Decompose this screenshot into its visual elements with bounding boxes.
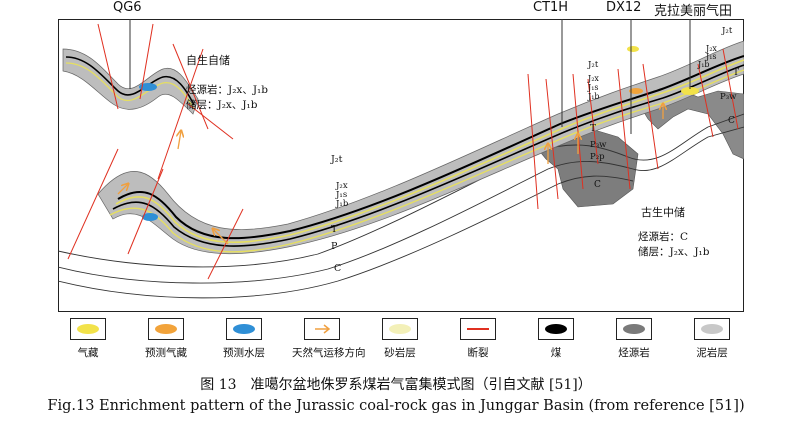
legend-item-migration: 天然气运移方向	[292, 318, 366, 360]
well-label-dx12: DX12	[606, 0, 642, 15]
source-rock-icon	[616, 318, 652, 340]
stratum-j2t-right: J₂t	[721, 26, 733, 36]
stratum-j1s-center: J₁s	[335, 190, 347, 200]
stratum-pp-ct: P₂p	[590, 152, 605, 162]
boundary-c	[58, 175, 634, 299]
cross-section-svg: 自生自储 烃源岩：J₂x、J₁b 储层：J₂x、J₁b 古生中储 烃源岩：C 储…	[58, 19, 744, 312]
diagram-border	[58, 19, 744, 312]
legend-item-sandstone: 砂岩层	[370, 318, 430, 360]
stratum-j1s-right: J₁s	[705, 52, 717, 61]
stratum-c-center: C	[334, 263, 341, 274]
annotation-self-source: 烃源岩：J₂x、J₁b	[186, 83, 268, 96]
annotation-paleo-source: 烃源岩：C	[638, 230, 688, 243]
coal-seam-1	[117, 55, 744, 240]
legend-label-sandstone: 砂岩层	[384, 347, 416, 359]
legend-item-predicted-water: 预测水层	[214, 318, 274, 360]
stratum-j1b-right: J₁b	[697, 60, 710, 69]
legend-item-coal: 煤	[526, 318, 586, 360]
legend-label-coal: 煤	[550, 347, 562, 359]
legend-item-gas-reservoir: 气藏	[58, 318, 118, 360]
gas-reservoir-dx12	[627, 46, 639, 52]
legend-item-source-rock: 烃源岩	[604, 318, 664, 360]
caption-english: Fig.13 Enrichment pattern of the Jurassi…	[47, 398, 745, 414]
stratum-j1b-center: J₁b	[335, 199, 349, 209]
stratum-j1s-ct: J₁s	[587, 83, 599, 92]
stratum-t-center: T	[331, 224, 338, 235]
coal-seam-2	[112, 64, 744, 247]
gas-reservoir-right	[681, 87, 699, 95]
legend-label-gas-reservoir: 气藏	[77, 347, 99, 359]
well-label-qg6: QG6	[113, 0, 142, 15]
predicted-water-icon	[226, 318, 262, 340]
boundary-p	[58, 126, 744, 284]
annotation-paleo-title: 古生中储	[641, 205, 685, 219]
legend-item-mudstone: 泥岩层	[682, 318, 742, 360]
sandstone-left	[65, 62, 195, 110]
stratum-j2t-center: J₂t	[330, 154, 343, 165]
stratum-j2x-center: J₂x	[335, 181, 348, 191]
stratum-j1b-ct: J₁b	[587, 92, 600, 101]
water-layer-syncline	[142, 213, 158, 221]
migration-arrow-icon	[304, 318, 340, 340]
legend-item-predicted-gas: 预测气藏	[136, 318, 196, 360]
stratum-t-right: T	[733, 68, 739, 78]
well-label-field: 克拉美丽气田	[654, 4, 733, 19]
legend: 气藏 预测气藏 预测水层 天然气运移方向 砂岩层 断裂 煤	[58, 318, 744, 364]
mudstone-icon	[694, 318, 730, 340]
stratum-j2x-ct: J₂x	[587, 74, 599, 83]
stratum-t-ct: T	[590, 124, 596, 134]
legend-label-fault: 断裂	[467, 347, 489, 359]
predicted-gas-ct1h	[629, 88, 643, 94]
legend-label-mudstone: 泥岩层	[696, 347, 728, 359]
sandstone-layer-1	[115, 59, 744, 244]
mudstone-band-left	[62, 48, 199, 115]
legend-label-predicted-gas: 预测气藏	[145, 347, 187, 359]
coal-icon	[538, 318, 574, 340]
sandstone-icon	[382, 318, 418, 340]
migration-arrows	[117, 104, 663, 245]
stratum-j2t-ct: J₂t	[587, 60, 599, 70]
stratum-j2x-right: J₂x	[705, 44, 717, 53]
legend-item-fault: 断裂	[448, 318, 508, 360]
fault-icon	[460, 318, 496, 340]
annotation-self-reservoir: 储层：J₂x、J₁b	[186, 98, 258, 111]
stratum-c-ct: C	[594, 180, 601, 190]
legend-label-source-rock: 烃源岩	[618, 347, 650, 359]
gas-reservoir-icon	[70, 318, 106, 340]
legend-label-migration: 天然气运移方向	[292, 347, 366, 359]
faults	[67, 23, 739, 280]
stratum-pw-ct: P₃w	[590, 140, 607, 150]
cross-section-diagram: 自生自储 烃源岩：J₂x、J₁b 储层：J₂x、J₁b 古生中储 烃源岩：C 储…	[58, 19, 744, 312]
stratum-p-center: P	[331, 241, 338, 252]
coal-seam-left	[65, 56, 195, 106]
water-layer-left	[139, 83, 157, 91]
predicted-gas-icon	[148, 318, 184, 340]
mudstone-band-main	[97, 40, 744, 255]
stratum-pw-right: P₃w	[720, 92, 737, 102]
caption-chinese: 图 13 准噶尔盆地侏罗系煤岩气富集模式图（引自文献 [51]）	[200, 377, 592, 393]
annotation-self-title: 自生自储	[186, 53, 230, 67]
annotation-paleo-reservoir: 储层：J₂x、J₁b	[638, 245, 710, 258]
stratum-c-right: C	[728, 116, 735, 126]
legend-label-predicted-water: 预测水层	[223, 347, 265, 359]
well-label-ct1h: CT1H	[533, 0, 569, 15]
